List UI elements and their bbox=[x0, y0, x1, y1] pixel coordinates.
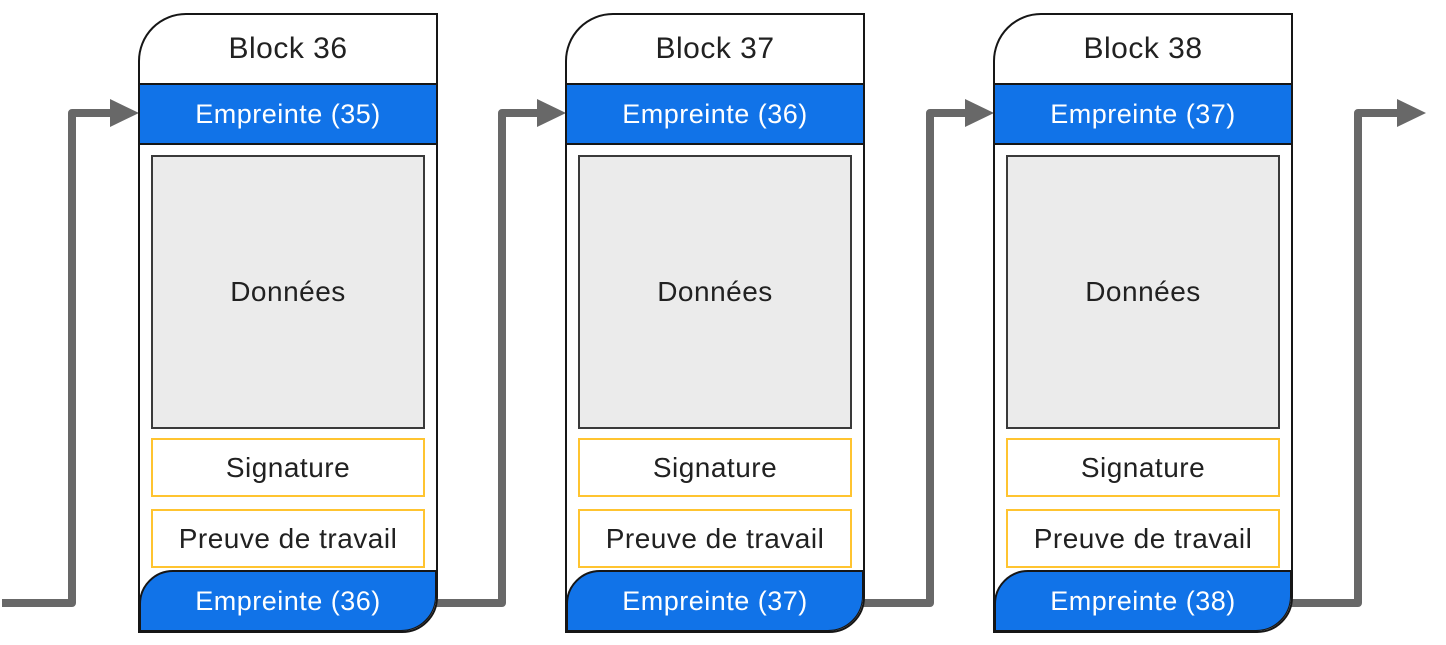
block-body: Données Signature Preuve de travail bbox=[140, 145, 436, 570]
arrowhead-icon bbox=[1397, 99, 1426, 127]
block-hash-bar: Empreinte (36) bbox=[140, 570, 436, 631]
signature-box: Signature bbox=[151, 438, 425, 497]
block-36: Block 36 Empreinte (35) Données Signatur… bbox=[138, 13, 438, 633]
chain-arrow-37-38 bbox=[863, 99, 994, 607]
arrowhead-icon bbox=[965, 99, 994, 127]
arrowhead-icon bbox=[110, 99, 139, 127]
chain-arrow-outgoing bbox=[1291, 99, 1426, 607]
proof-of-work-box: Preuve de travail bbox=[151, 509, 425, 568]
block-title: Block 36 bbox=[228, 32, 348, 65]
chain-arrow-incoming bbox=[2, 99, 139, 607]
data-box: Données bbox=[1006, 155, 1280, 429]
data-box: Données bbox=[151, 155, 425, 429]
data-box: Données bbox=[578, 155, 852, 429]
signature-box: Signature bbox=[1006, 438, 1280, 497]
block-title: Block 38 bbox=[1083, 32, 1203, 65]
signature-box: Signature bbox=[578, 438, 852, 497]
previous-hash-bar: Empreinte (37) bbox=[995, 83, 1291, 145]
block-body: Données Signature Preuve de travail bbox=[567, 145, 863, 570]
block-37: Block 37 Empreinte (36) Données Signatur… bbox=[565, 13, 865, 633]
block-title: Block 37 bbox=[655, 32, 775, 65]
block-38: Block 38 Empreinte (37) Données Signatur… bbox=[993, 13, 1293, 633]
block-hash-bar: Empreinte (37) bbox=[567, 570, 863, 631]
previous-hash-bar: Empreinte (35) bbox=[140, 83, 436, 145]
block-hash-bar: Empreinte (38) bbox=[995, 570, 1291, 631]
block-body: Données Signature Preuve de travail bbox=[995, 145, 1291, 570]
arrowhead-icon bbox=[537, 99, 566, 127]
proof-of-work-box: Preuve de travail bbox=[578, 509, 852, 568]
chain-arrow-36-37 bbox=[436, 99, 566, 607]
previous-hash-bar: Empreinte (36) bbox=[567, 83, 863, 145]
proof-of-work-box: Preuve de travail bbox=[1006, 509, 1280, 568]
